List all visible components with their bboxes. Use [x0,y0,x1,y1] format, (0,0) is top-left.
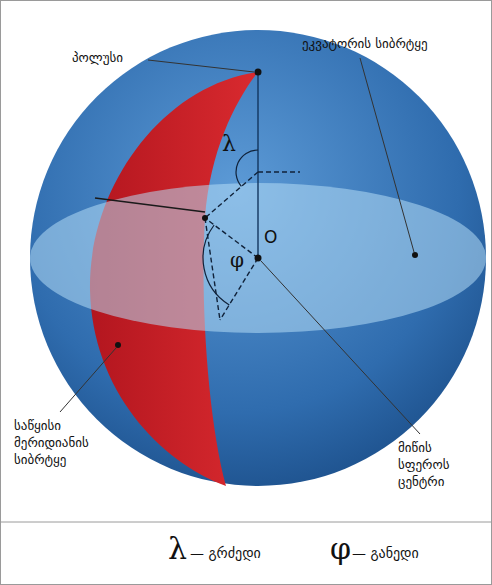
latitude-arc [203,225,229,305]
center-letter: O [264,228,277,247]
earth-center-label: მიწის სფეროს ცენტრი [398,440,486,491]
leader-line [60,348,116,412]
parallel-line [95,198,205,212]
longitude-ray [205,172,258,218]
legend-text: — გრძედი [190,546,261,561]
earth-sphere [30,30,486,486]
leader-line [261,261,420,434]
longitude-ray [258,171,300,172]
polar-axis [257,72,258,258]
center-dot [255,255,262,262]
latitude-symbol: φ [230,249,244,271]
longitude-symbol: λ [222,132,236,156]
meridian-plane-label: საწყისი მერიდიანის სიბრტყე [14,418,126,469]
point-marker [202,215,208,221]
equator-dot [412,252,418,258]
equator-plane-label: ეკვატორის სიბრტყე [302,36,428,53]
legend-symbol: λ [168,532,187,565]
meridian-dot [115,342,121,348]
legend-symbol: φ [330,532,351,565]
pole-dot [255,69,262,76]
legend-text: — განედი [352,546,419,561]
leader-line [360,58,414,252]
leader-line [148,60,254,72]
pole-label: პოლუსი [72,50,123,67]
legend-divider [0,522,492,523]
longitude-arc [236,150,258,186]
meridian-chord [205,218,220,320]
